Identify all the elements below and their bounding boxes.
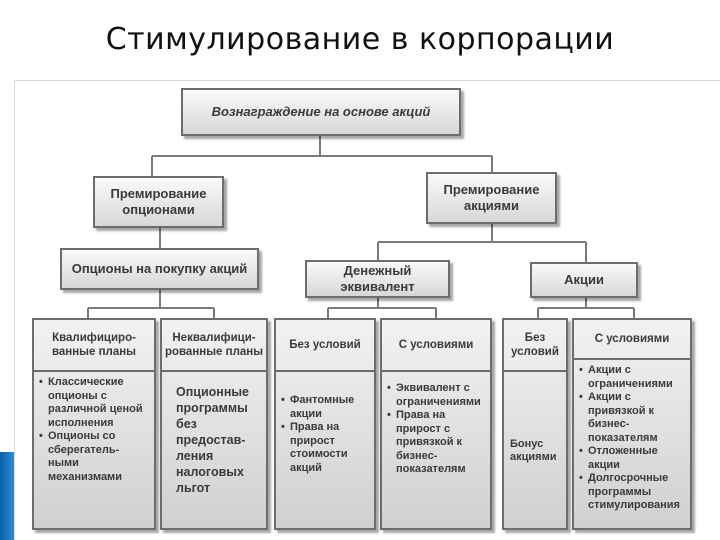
list-item: Долгосрочные программы стимулирования [579, 472, 686, 513]
column-header: Без условий [504, 320, 566, 372]
options-bonus-node: Премирование опционами [93, 176, 224, 228]
list-item: Опционы со сберегатель-ными механизмами [39, 430, 150, 484]
cash-equivalent-node: Денежный эквивалент [305, 260, 450, 298]
connector-root [151, 136, 493, 176]
column-text: Опционные программы без предостав-ления … [176, 385, 250, 495]
left-accent-bar [0, 452, 14, 540]
qualified-plans-column: Квалифициро-ванные планы Классические оп… [32, 318, 156, 530]
shares-no-conditions-column: Без условий Бонус акциями [502, 318, 568, 530]
shares-node: Акции [530, 262, 638, 298]
column-text: Бонус акциями [510, 437, 557, 464]
list-item: Акции с ограничениями [579, 364, 686, 391]
column-header: С условиями [574, 320, 690, 360]
column-body: Классические опционы с различной ценой и… [34, 372, 154, 528]
list-item: Акции с привязкой к бизнес-показателям [579, 391, 686, 445]
list-item: Фантомные акции [281, 394, 370, 421]
frame-left-rule [14, 80, 15, 540]
list-item: Отложенные акции [579, 445, 686, 472]
shares-with-conditions-column: С условиями Акции с ограничениями Акции … [572, 318, 692, 530]
column-body: Бонус акциями [504, 372, 566, 528]
shares-bonus-node: Премирование акциями [426, 172, 557, 224]
connector-cash-cols [327, 298, 437, 318]
list-item: Эквивалент с ограничениями [387, 382, 486, 409]
column-body: Эквивалент с ограничениями Права на прир… [382, 372, 490, 528]
connector-shares [377, 224, 587, 262]
cash-no-conditions-column: Без условий Фантомные акции Права на при… [274, 318, 376, 530]
column-header: Без условий [276, 320, 374, 372]
list-item: Права на прирост стоимости акций [281, 421, 370, 475]
list-item: Права на прирост с привязкой к бизнес-по… [387, 409, 486, 477]
column-body: Фантомные акции Права на прирост стоимос… [276, 372, 374, 528]
connector-share-cols [537, 298, 635, 318]
column-header: Квалифициро-ванные планы [34, 320, 154, 372]
column-header: С условиями [382, 320, 490, 372]
nonqualified-plans-column: Неквалифици-рованные планы Опционные про… [160, 318, 268, 530]
cash-with-conditions-column: С условиями Эквивалент с ограничениями П… [380, 318, 492, 530]
frame-top-rule [14, 80, 720, 81]
column-body: Акции с ограничениями Акции с привязкой … [574, 360, 690, 528]
column-body: Опционные программы без предостав-ления … [162, 372, 266, 528]
connector-opt-cols [87, 290, 215, 318]
column-header: Неквалифици-рованные планы [162, 320, 266, 372]
list-item: Классические опционы с различной ценой и… [39, 376, 150, 430]
option-purchase-node: Опционы на покупку акций [60, 248, 259, 290]
root-node: Вознаграждение на основе акций [181, 88, 461, 136]
slide-title: Стимулирование в корпорации [105, 22, 615, 57]
